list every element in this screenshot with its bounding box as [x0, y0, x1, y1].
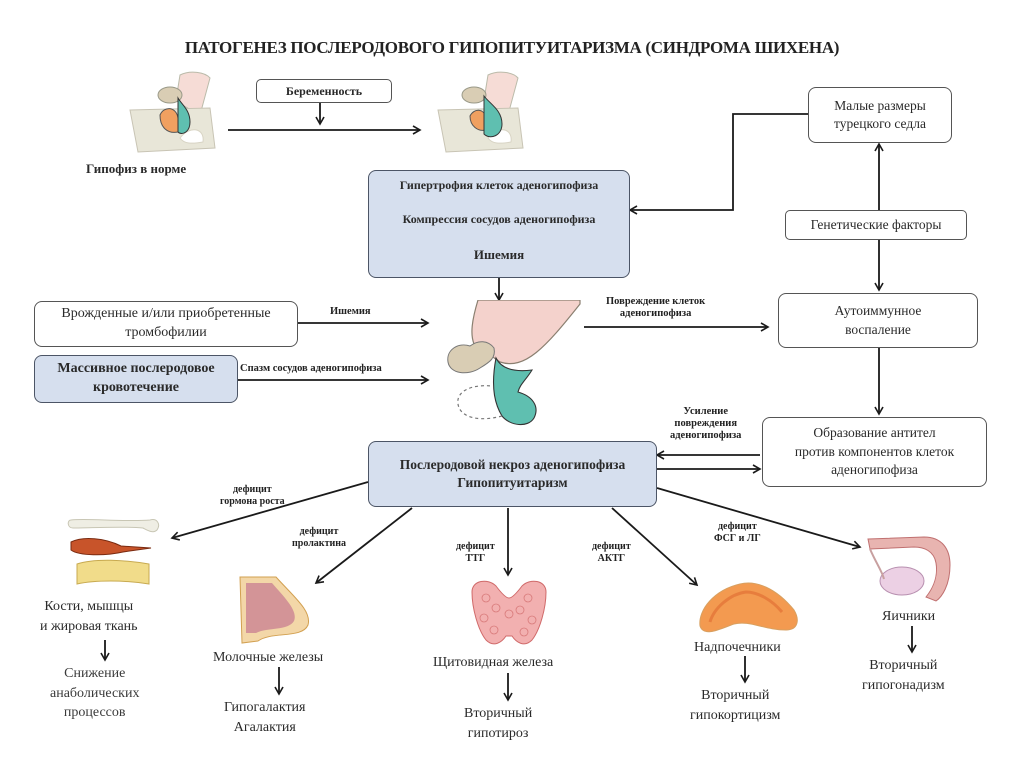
- outcome-hypogalactia-line1: Гипогалактия: [224, 700, 306, 715]
- organ-thyroid: Щитовидная железа: [433, 655, 554, 670]
- label-fsh-lh-deficit: дефицит ФСГ и ЛГ: [714, 521, 761, 544]
- genetic-factors-box: Генетические факторы: [785, 210, 967, 240]
- thyroid-icon: [471, 580, 547, 645]
- outcome-hypocorticism-line1: Вторичный: [701, 688, 770, 703]
- label-gh-line1: дефицит: [232, 484, 272, 495]
- outcome-hypothyroidism-line1: Вторичный: [464, 706, 533, 721]
- normal-pituitary-caption: Гипофиз в норме: [86, 161, 187, 176]
- bone-muscle-fat-icon: [67, 518, 160, 585]
- adrenal-icon: [699, 582, 798, 633]
- label-acth-line2: АКТГ: [597, 552, 626, 564]
- hemorrhage-line2: кровотечение: [93, 380, 179, 395]
- pregnancy-box: Беременность: [256, 79, 392, 103]
- label-prl-line2: пролактина: [292, 537, 346, 549]
- damaged-pituitary-icon: [447, 300, 581, 426]
- antibodies-line3: аденогипофиза: [831, 462, 918, 478]
- necrosis-box: Послеродовой некроз аденогипофиза Гипопи…: [368, 441, 657, 507]
- small-sella-box: Малые размеры турецкого седла: [808, 87, 952, 143]
- organ-mammary: Молочные железы: [213, 650, 324, 665]
- arrow-to-mammary: [314, 507, 413, 584]
- label-gh-deficit: дефицит гормона роста: [220, 484, 285, 507]
- label-damage-amplification: Усиление повреждения аденогипофиза: [670, 406, 741, 442]
- outcome-hypothyroidism: Вторичный гипотироз: [464, 704, 532, 743]
- label-amp-line3: аденогипофиза: [670, 430, 742, 442]
- outcome-anabolic-line3: процессов: [63, 705, 126, 721]
- diagram-title: ПАТОГЕНЕЗ ПОСЛЕРОДОВОГО ГИПОПИТУИТАРИЗМА…: [184, 38, 840, 57]
- autoimmune-line1: Аутоиммунное: [834, 303, 922, 319]
- label-prl-line1: дефицит: [299, 526, 339, 537]
- outcome-hypocorticism: Вторичный гипокортицизм: [690, 686, 780, 725]
- thrombophilia-line1: Врожденные и/или приобретенные: [61, 306, 271, 322]
- label-fsh-line1: дефицит: [718, 521, 757, 532]
- organ-bones-muscle-fat: Кости, мышцы и жировая ткань: [40, 597, 138, 636]
- organ-adrenal: Надпочечники: [694, 640, 781, 655]
- antibodies-box: Образование антител против компонентов к…: [762, 417, 987, 487]
- arrow-to-ovary: [656, 487, 862, 550]
- autoimmune-line2: воспаление: [845, 321, 911, 337]
- label-gh-line2: гормона роста: [220, 495, 285, 507]
- organ-bones-line2: и жировая ткань: [40, 618, 138, 634]
- organ-bones-line1: Кости, мышцы: [44, 599, 134, 614]
- chain-step-hypertrophy: Гипертрофия клеток аденогипофиза: [399, 178, 599, 192]
- outcome-anabolic-line1: Снижение: [64, 666, 126, 681]
- label-amp-line1: Усиление: [683, 406, 729, 417]
- antibodies-line2: против компонентов клеток: [794, 443, 955, 459]
- thrombophilia-box: Врожденные и/или приобретенные тромбофил…: [34, 301, 298, 347]
- arrow-to-bones: [170, 481, 369, 541]
- necrosis-line1: Послеродовой некроз аденогипофиза: [399, 456, 626, 472]
- chain-step-compression: Компрессия сосудов аденогипофиза: [402, 212, 596, 227]
- mammary-gland-icon: [239, 576, 310, 644]
- small-sella-line2: турецкого седла: [834, 116, 926, 131]
- label-acth-line1: дефицит: [592, 541, 631, 552]
- necrosis-line2: Гипопитуитаризм: [457, 475, 568, 490]
- outcome-hypogonadism-line1: Вторичный: [869, 658, 938, 673]
- outcome-anabolic: Снижение анаболических процессов: [50, 664, 139, 723]
- label-tsh-deficit: дефицит ТТГ: [456, 541, 495, 564]
- autoimmune-box: Аутоиммунное воспаление: [778, 293, 978, 348]
- outcome-hypocorticism-line2: гипокортицизм: [690, 707, 781, 723]
- genetic-factors-label: Генетические факторы: [810, 216, 942, 232]
- label-fsh-line2: ФСГ и ЛГ: [714, 532, 761, 544]
- outcome-hypogonadism-line2: гипогонадизм: [862, 677, 945, 693]
- label-cell-damage-line2: аденогипофиза: [619, 308, 692, 320]
- outcome-anabolic-line2: анаболических: [50, 685, 140, 701]
- pregnant-pituitary-icon: [437, 71, 524, 153]
- outcome-hypothyroidism-line2: гипотироз: [467, 725, 529, 741]
- normal-pituitary-icon: [129, 71, 216, 153]
- arrow-to-adrenal: [611, 507, 699, 587]
- outcome-hypogalactia-line2: Агалактия: [233, 719, 296, 735]
- pregnancy-label: Беременность: [285, 83, 363, 98]
- hemorrhage-line1: Массивное послеродовое: [57, 361, 215, 377]
- chain-step-ischemia: Ишемия: [473, 246, 525, 262]
- antibodies-line1: Образование антител: [813, 424, 936, 440]
- label-vasospasm: Спазм сосудов аденогипофиза: [240, 363, 382, 374]
- label-tsh-line1: дефицит: [456, 541, 495, 552]
- central-chain-box: Гипертрофия клеток аденогипофиза Компрес…: [368, 170, 630, 278]
- outcome-hypogalactia: Гипогалактия Агалактия: [224, 698, 306, 737]
- outcome-hypogonadism: Вторичный гипогонадизм: [862, 656, 945, 695]
- label-amp-line2: повреждения: [674, 418, 737, 430]
- organ-ovary: Яичники: [882, 609, 936, 624]
- label-cell-damage-line1: Повреждение клеток: [606, 296, 706, 307]
- label-tsh-line2: ТТГ: [465, 552, 486, 564]
- label-prl-deficit: дефицит пролактина: [292, 526, 346, 549]
- arrow-sella-to-chain: [628, 113, 808, 215]
- small-sella-line1: Малые размеры: [834, 97, 926, 113]
- ovary-icon: [867, 536, 951, 602]
- hemorrhage-box: Массивное послеродовое кровотечение: [34, 355, 238, 403]
- label-acth-deficit: дефицит АКТГ: [592, 541, 631, 564]
- label-ischemia: Ишемия: [330, 306, 371, 317]
- label-cell-damage: Повреждение клеток аденогипофиза: [606, 296, 705, 320]
- thrombophilia-line2: тромбофилии: [125, 325, 207, 340]
